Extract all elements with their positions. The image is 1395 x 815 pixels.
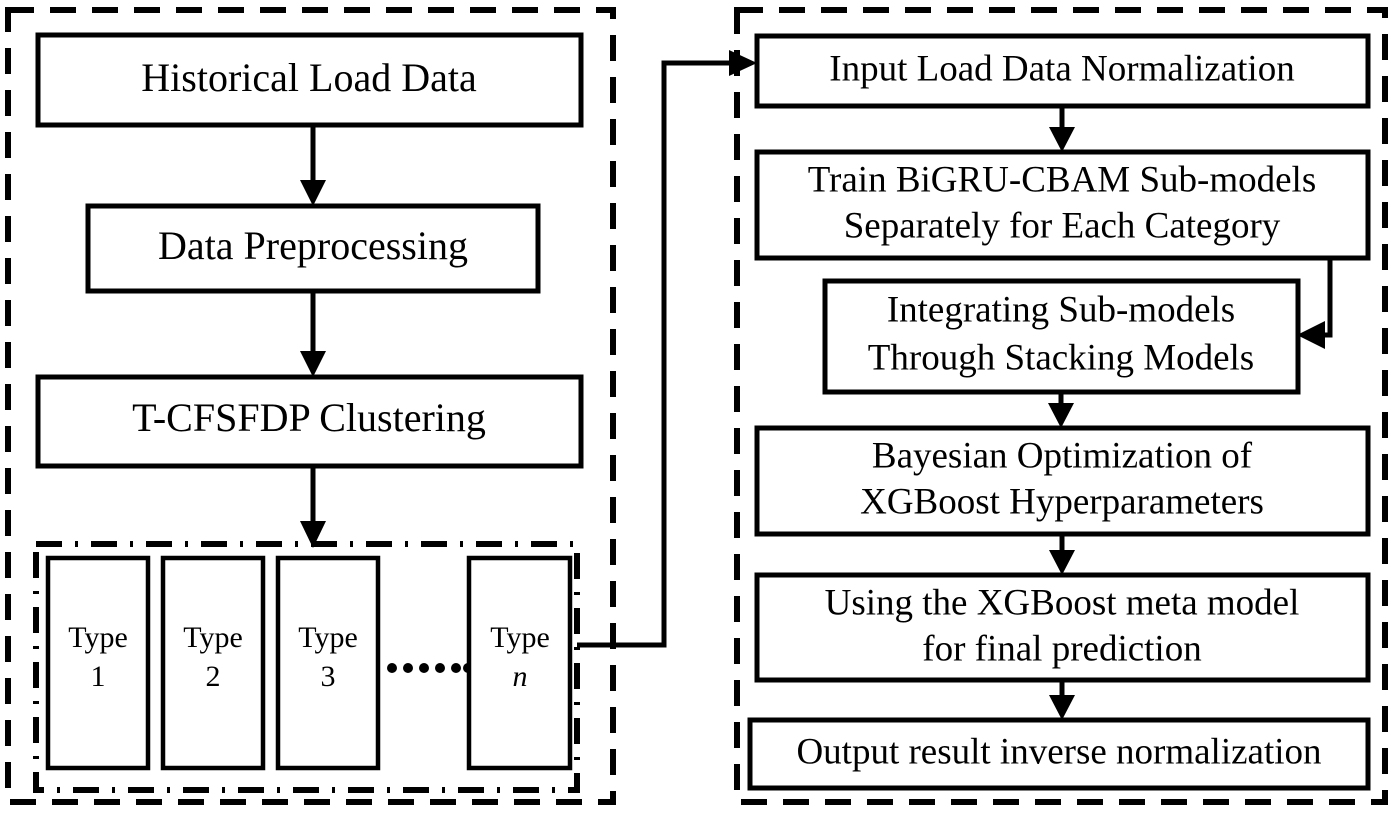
type-3-label-line1: Type: [298, 621, 358, 654]
edge-historical-to-preprocessing: [300, 125, 326, 206]
data-processing-panel: [5, 7, 616, 805]
node-data-preprocessing: Data Preprocessing: [85, 203, 541, 294]
type-3-label-line2: 3: [321, 660, 336, 693]
type-1-label-line2: 1: [91, 660, 106, 693]
type-2-label-line1: Type: [183, 621, 243, 654]
edge-train-to-integrating: [1297, 258, 1333, 349]
integrating-submodels-label-line1: Integrating Sub-models: [887, 289, 1235, 330]
historical-load-data-label: Historical Load Data: [141, 55, 477, 100]
edge-meta-to-output: [1049, 680, 1075, 720]
type-n-label-line2: n: [513, 660, 528, 693]
node-output-inverse-normalization: Output result inverse normalization: [747, 717, 1371, 791]
node-xgboost-meta-model-prediction: Using the XGBoost meta model for final p…: [754, 572, 1371, 683]
train-bigru-cbam-label-line2: Separately for Each Category: [844, 205, 1281, 246]
edge-typen-to-input-normalization: [577, 50, 757, 648]
node-historical-load-data: Historical Load Data: [35, 32, 584, 128]
edge-integrating-to-bayesian: [1048, 392, 1074, 428]
edge-input-to-train: [1049, 106, 1075, 152]
node-type-n: Type n: [466, 555, 573, 771]
cluster-types-panel: [33, 541, 580, 793]
data-preprocessing-label: Data Preprocessing: [158, 223, 468, 268]
node-type-1: Type 1: [45, 555, 151, 771]
model-training-panel: [734, 7, 1388, 805]
node-input-load-data-normalization: Input Load Data Normalization: [754, 33, 1371, 109]
node-type-3: Type 3: [275, 555, 381, 771]
edge-preprocessing-to-clustering: [300, 291, 326, 377]
train-bigru-cbam-label-line1: Train BiGRU-CBAM Sub-models: [808, 159, 1316, 200]
integrating-submodels-label-line2: Through Stacking Models: [868, 337, 1254, 378]
node-integrating-submodels-stacking: Integrating Sub-models Through Stacking …: [822, 278, 1301, 395]
output-inverse-normalization-label: Output result inverse normalization: [796, 731, 1321, 772]
xgboost-meta-model-label-line1: Using the XGBoost meta model: [825, 582, 1300, 623]
t-cfsfdp-clustering-label: T-CFSFDP Clustering: [132, 395, 486, 440]
cluster-ellipsis: [387, 663, 473, 673]
bayesian-optimization-label-line1: Bayesian Optimization of: [872, 435, 1253, 476]
input-load-data-normalization-label: Input Load Data Normalization: [829, 48, 1294, 89]
node-bayesian-optimization-xgboost: Bayesian Optimization of XGBoost Hyperpa…: [754, 425, 1371, 537]
bayesian-optimization-label-line2: XGBoost Hyperparameters: [860, 481, 1264, 522]
node-t-cfsfdp-clustering: T-CFSFDP Clustering: [35, 374, 584, 469]
xgboost-meta-model-label-line2: for final prediction: [922, 628, 1201, 669]
type-n-label-line1: Type: [490, 621, 550, 654]
type-2-label-line2: 2: [206, 660, 221, 693]
edge-clustering-to-types: [300, 466, 326, 548]
node-train-bigru-cbam-submodels: Train BiGRU-CBAM Sub-models Separately f…: [754, 149, 1371, 261]
edge-bayesian-to-meta: [1049, 534, 1075, 575]
node-type-2: Type 2: [160, 555, 266, 771]
type-1-label-line1: Type: [68, 621, 128, 654]
